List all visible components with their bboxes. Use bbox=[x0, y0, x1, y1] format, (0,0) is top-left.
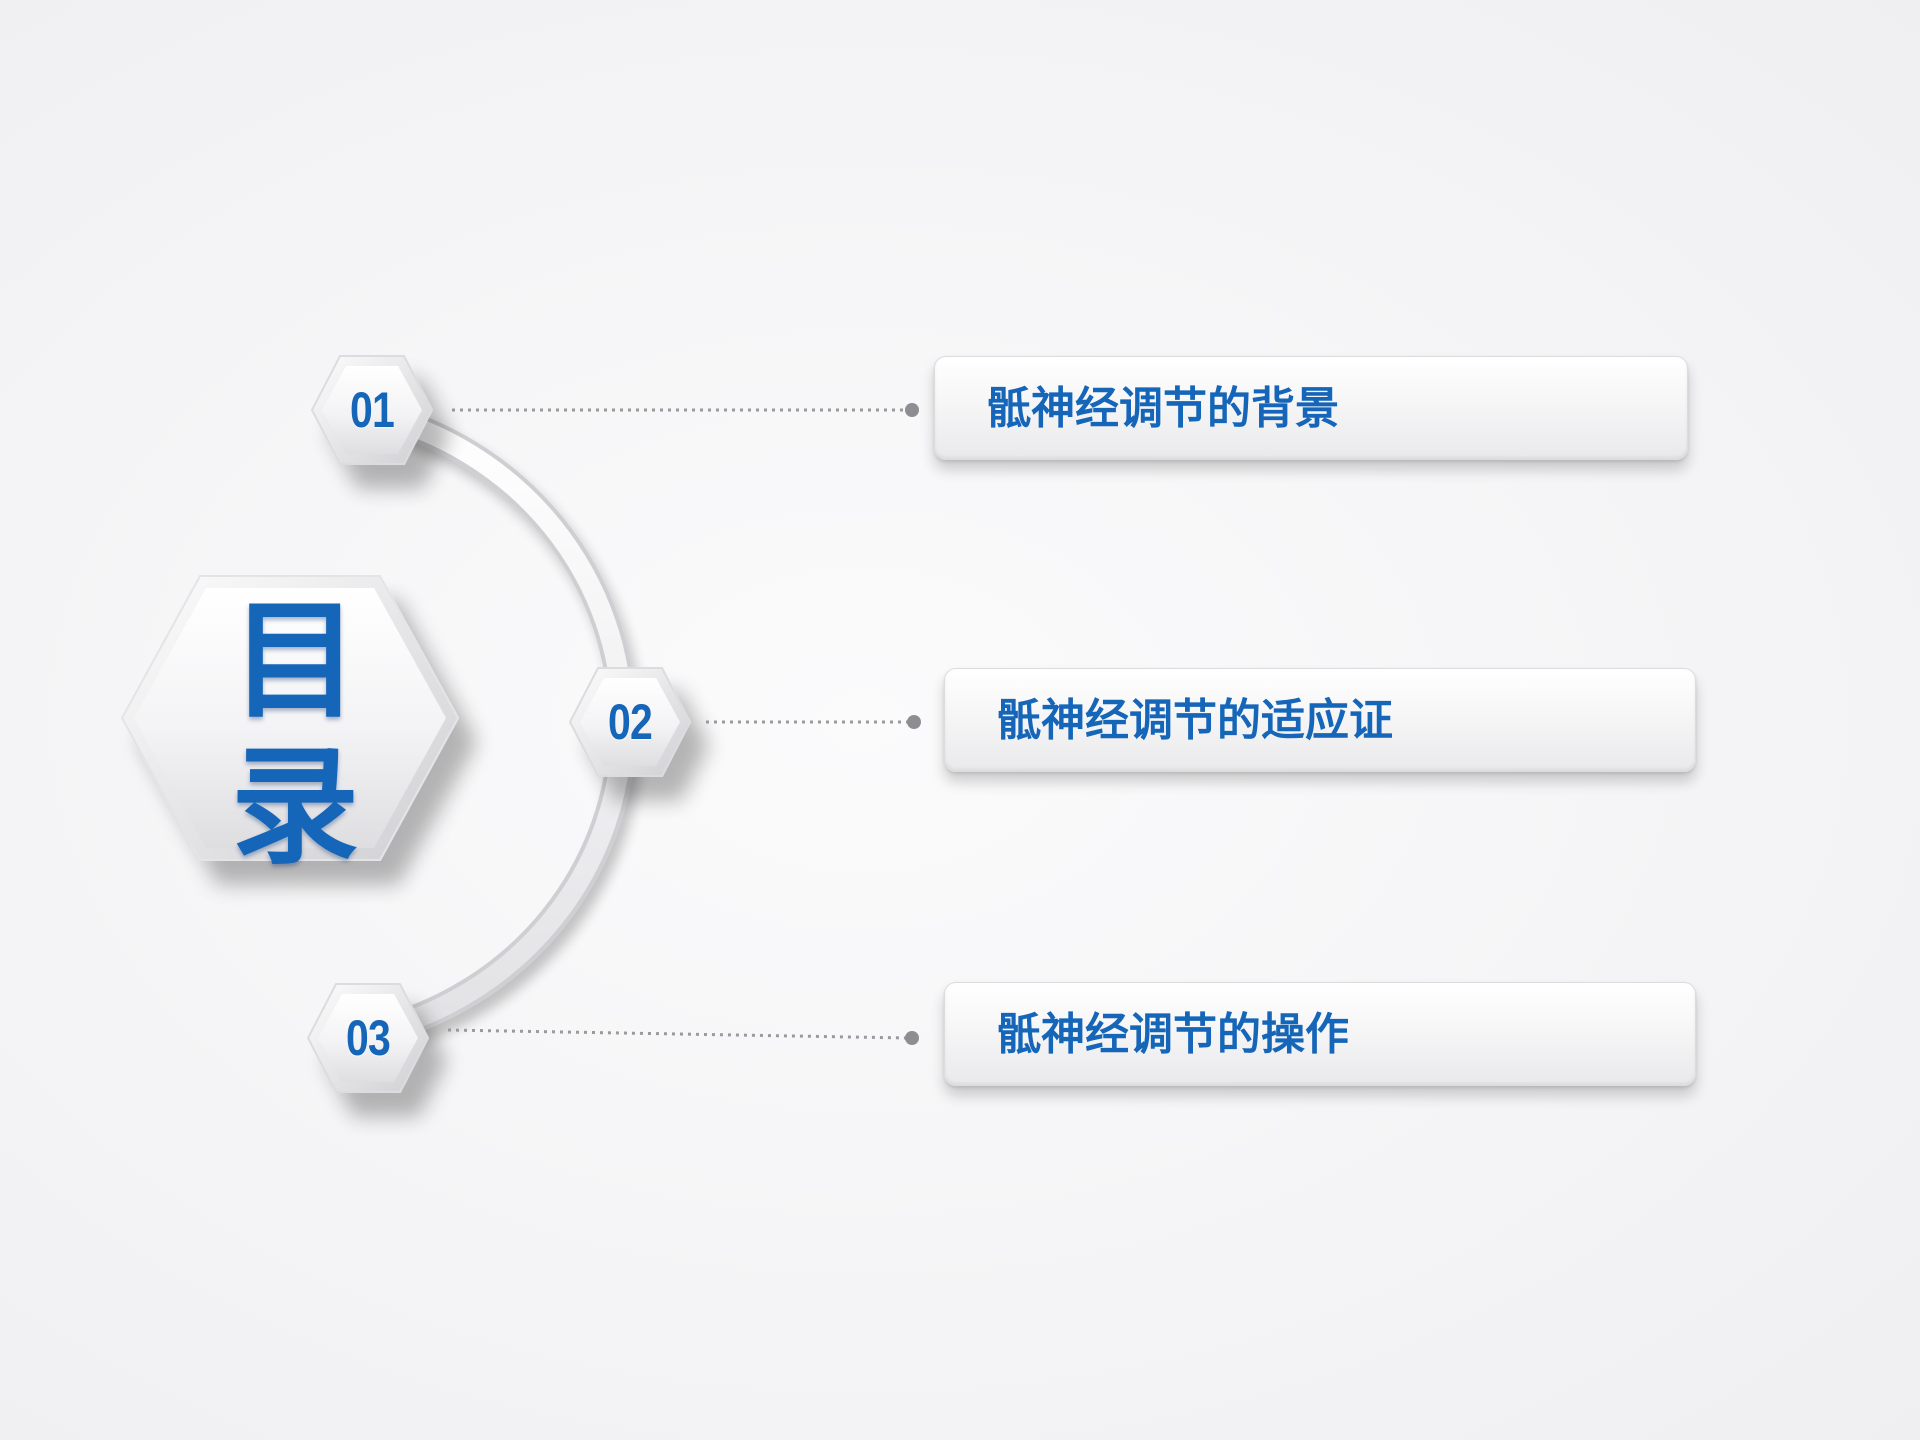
number-hexagon-03 bbox=[307, 983, 429, 1093]
leader-dot-02 bbox=[907, 715, 921, 729]
item-number-02: 02 bbox=[608, 694, 653, 750]
title-char-lu: 录 bbox=[230, 733, 359, 882]
toc-item-label-background: 骶神经调节的背景 bbox=[987, 383, 1339, 434]
toc-item-background[interactable]: 骶神经调节的背景 bbox=[934, 356, 1688, 460]
leader-dot-01 bbox=[905, 403, 919, 417]
toc-item-procedure[interactable]: 骶神经调节的操作 bbox=[944, 982, 1696, 1086]
item-number-03: 03 bbox=[346, 1010, 391, 1066]
toc-item-label-indications: 骶神经调节的适应证 bbox=[997, 695, 1393, 746]
title-hexagon bbox=[121, 575, 459, 861]
number-hexagon-02 bbox=[569, 667, 691, 777]
leader-line-03 bbox=[447, 1028, 909, 1040]
toc-item-indications[interactable]: 骶神经调节的适应证 bbox=[944, 668, 1696, 772]
number-hexagon-01 bbox=[311, 355, 433, 465]
item-number-01: 01 bbox=[350, 382, 395, 438]
title-char-mu: 目 bbox=[230, 587, 359, 736]
leader-dot-03 bbox=[905, 1031, 919, 1045]
toc-item-label-procedure: 骶神经调节的操作 bbox=[997, 1009, 1349, 1060]
